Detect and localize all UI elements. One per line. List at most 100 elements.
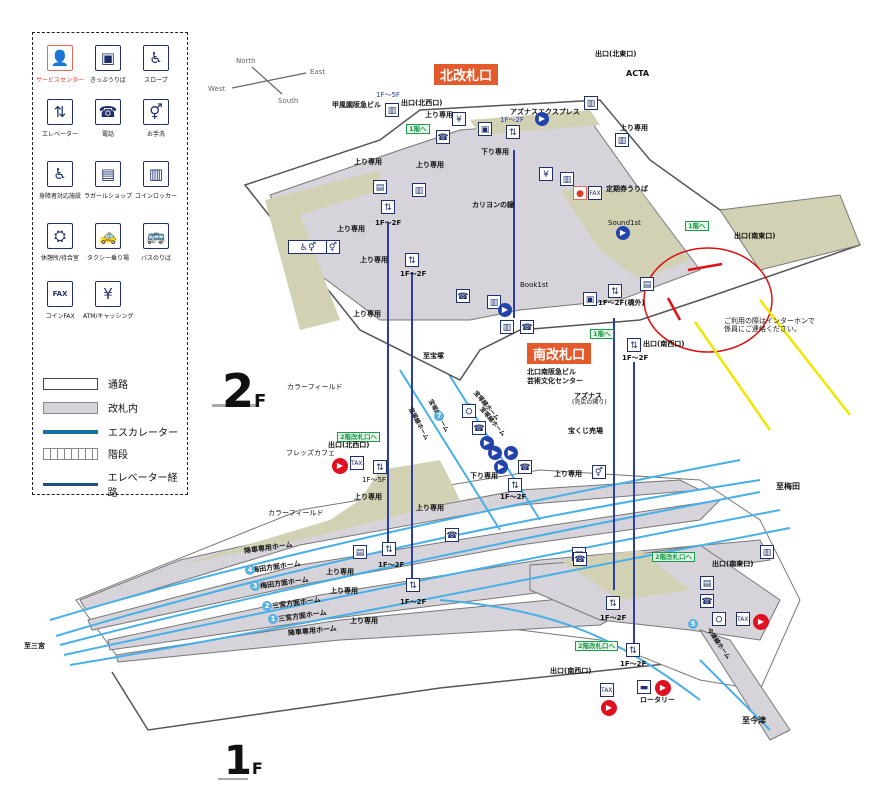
- waiting-room-icon[interactable]: ⛭: [712, 612, 726, 626]
- label-elev-1f-2f-c: 1F～2F: [400, 270, 427, 278]
- label-exit-northwest-1f: 出口(北西口): [328, 441, 370, 449]
- elevator-icon[interactable]: ⇅: [627, 338, 641, 352]
- coin-locker-icon[interactable]: ▥: [412, 183, 426, 197]
- label-to-1f-1[interactable]: 1階へ: [406, 124, 430, 134]
- accessible-facility-icon: ♿: [47, 161, 73, 187]
- accessible-facilities-icon[interactable]: ♿⚥: [288, 240, 328, 254]
- label-to-2f-gate-2[interactable]: 2階改札口へ: [652, 552, 696, 562]
- phone-icon[interactable]: ☎: [520, 320, 534, 334]
- sound1st-marker-icon[interactable]: ▶: [616, 226, 630, 240]
- label-hankyu-building-1: 北口南阪急ビル: [527, 368, 576, 376]
- coin-locker-icon[interactable]: ▥: [500, 320, 514, 334]
- legend-elevator: ⇅ エレベーター: [35, 99, 85, 138]
- elevator-icon[interactable]: ⇅: [508, 478, 522, 492]
- south-open-area: [560, 550, 690, 600]
- label-to-umeda: 至梅田: [776, 482, 800, 491]
- waiting-room-icon[interactable]: ⛭: [462, 404, 476, 418]
- restroom-icon[interactable]: ⚥: [592, 465, 606, 479]
- compass: [231, 66, 307, 95]
- label-acta: ACTA: [626, 69, 650, 78]
- phone-icon[interactable]: ☎: [436, 130, 450, 144]
- elevator-icon[interactable]: ⇅: [382, 542, 396, 556]
- phone-icon[interactable]: ☎: [518, 460, 532, 474]
- platform-number-badge: 2: [262, 601, 272, 611]
- elevator-icon[interactable]: ⇅: [373, 460, 387, 474]
- label-exit-northwest: 出口(北西口): [401, 99, 443, 107]
- phone-icon[interactable]: ☎: [472, 421, 486, 435]
- slope-icon: ♿: [143, 45, 169, 71]
- coin-locker-icon[interactable]: ▥: [584, 96, 598, 110]
- elevator-icon[interactable]: ⇅: [608, 284, 622, 298]
- legend-escalator: エスカレーター: [43, 424, 178, 439]
- phone-icon[interactable]: ☎: [456, 289, 470, 303]
- coin-locker-icon[interactable]: ▥: [487, 295, 501, 309]
- atm-icon[interactable]: ¥: [452, 112, 466, 126]
- label-elev-1f-2f-i: 1F～2F: [620, 660, 647, 668]
- label-elev-1f-5f: 1F～5F: [362, 476, 386, 484]
- lagare-shop-icon[interactable]: ▤: [640, 277, 654, 291]
- taxi-icon[interactable]: TAXI: [736, 612, 750, 626]
- label-color-field-1: カラーフィールド: [287, 383, 343, 391]
- friends-cafe-marker-icon[interactable]: ▶: [332, 458, 348, 474]
- asunas-marker-icon[interactable]: ▶: [504, 446, 518, 460]
- coin-locker-icon[interactable]: ▥: [760, 545, 774, 559]
- lottery-marker-icon[interactable]: ▶: [494, 460, 508, 474]
- elevator-icon[interactable]: ⇅: [626, 643, 640, 657]
- coin-fax-icon[interactable]: FAX: [588, 186, 602, 200]
- taxi-stand-marker-icon[interactable]: ▶: [753, 614, 769, 630]
- legend-phone: ☎ 電話: [83, 99, 133, 138]
- ticket-counter-icon[interactable]: ▣: [583, 292, 597, 306]
- label-to-1f-3[interactable]: 1階へ: [590, 329, 614, 339]
- label-to-1f-2[interactable]: 1階へ: [685, 221, 709, 231]
- ticket-counter-icon[interactable]: ▣: [478, 122, 492, 136]
- coin-locker-icon[interactable]: ▥: [615, 133, 629, 147]
- taxi-icon[interactable]: TAXI: [350, 456, 364, 470]
- elevator-icon[interactable]: ⇅: [606, 596, 620, 610]
- label-elev-1f-2f-a: 1F～2F: [500, 116, 524, 124]
- label-friends-cafe: フレッズカフェ: [286, 449, 335, 457]
- label-intercom-note-1: ご利用の際はインターホンで: [724, 317, 815, 325]
- label-elev-1f-2f-d: 1F～2F: [622, 354, 649, 362]
- label-commuter-pass: 定期券うりば: [606, 185, 648, 193]
- taxi-stand-marker-icon[interactable]: ▶: [601, 700, 617, 716]
- restroom-icon[interactable]: ⚥: [326, 240, 340, 254]
- atm-icon[interactable]: ¥: [539, 167, 553, 181]
- phone-icon[interactable]: ☎: [700, 594, 714, 608]
- lagare-shop-icon[interactable]: ▤: [700, 576, 714, 590]
- rotary-marker-icon[interactable]: ▶: [655, 680, 671, 696]
- label-up-only-3: 上り専用: [620, 124, 648, 132]
- platform-number-badge: 7: [434, 411, 444, 421]
- floor-2f-label: 2F: [222, 364, 267, 418]
- shop-marker-icon[interactable]: ▶: [535, 112, 549, 126]
- label-up-only-5: 上り専用: [337, 225, 365, 233]
- phone-icon[interactable]: ☎: [573, 552, 587, 566]
- lagare-shop-icon: ▤: [95, 161, 121, 187]
- taxi-icon[interactable]: TAXI: [600, 683, 614, 697]
- bus-icon[interactable]: ▬: [637, 680, 651, 694]
- service-center-icon[interactable]: ●: [573, 186, 587, 200]
- lagare-shop-icon[interactable]: ▤: [373, 180, 387, 194]
- phone-icon[interactable]: ☎: [445, 528, 459, 542]
- label-up-only-a: 上り専用: [354, 493, 382, 501]
- coin-locker-icon[interactable]: ▥: [560, 172, 574, 186]
- label-up-only-2: 上り専用: [416, 161, 444, 169]
- compass-east: East: [310, 68, 326, 76]
- elevator-icon[interactable]: ⇅: [381, 200, 395, 214]
- elevator-icon[interactable]: ⇅: [406, 578, 420, 592]
- service-center-icon: 👤: [47, 45, 73, 71]
- annotation-circle: [643, 247, 773, 353]
- elevator-icon: ⇅: [47, 99, 73, 125]
- coin-locker-icon[interactable]: ▥: [385, 103, 399, 117]
- elevator-icon[interactable]: ⇅: [405, 253, 419, 267]
- inside-gate-swatch: [43, 401, 98, 414]
- restroom-icon: ⚥: [143, 99, 169, 125]
- shop-marker-icon[interactable]: ▶: [488, 446, 502, 460]
- label-to-2f-gate-3[interactable]: 2階改札口へ: [575, 641, 619, 651]
- lagare-shop-icon[interactable]: ▤: [353, 545, 367, 559]
- elevator-icon[interactable]: ⇅: [506, 125, 520, 139]
- legend-coin-fax: FAX コインFAX: [35, 281, 85, 320]
- book1st-marker-icon[interactable]: ▶: [498, 303, 512, 317]
- label-up-only-d: 上り専用: [326, 568, 354, 576]
- label-to-2f-gate-1[interactable]: 2階改札口へ: [337, 432, 381, 442]
